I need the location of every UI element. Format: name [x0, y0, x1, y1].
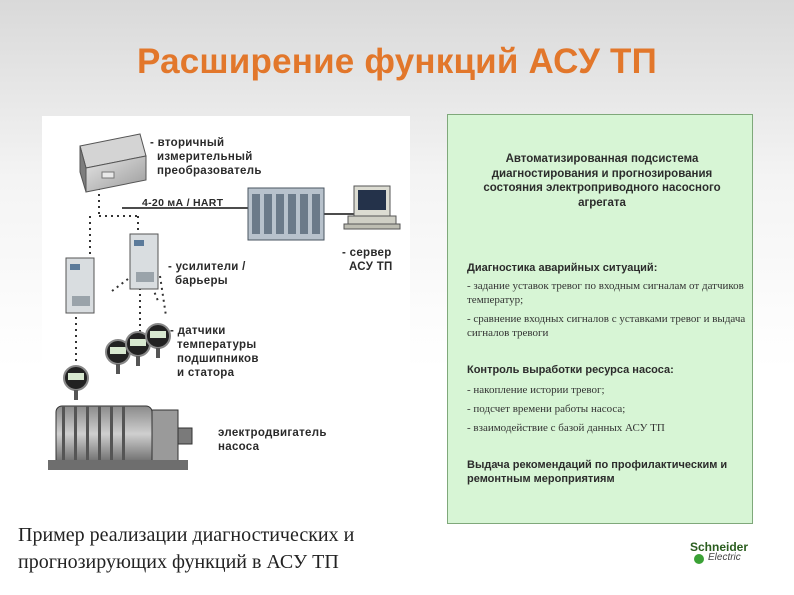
info-panel: Автоматизированная подсистема диагностир… — [447, 114, 753, 524]
amplifier-module-1 — [65, 257, 95, 314]
system-diagram: - вторичный измерительный преобразовател… — [42, 116, 410, 476]
caption-line: прогнозирующих функций в АСУ ТП — [18, 551, 339, 573]
panel-heading: Автоматизированная подсистема диагностир… — [483, 153, 721, 209]
server-computer — [343, 185, 401, 230]
section-resource-item: - подсчет времени работы насоса; — [467, 403, 626, 415]
section-diagnostics-title: Диагностика аварийных ситуаций: — [467, 262, 658, 274]
section-resource-title: Контроль выработки ресурса насоса: — [467, 364, 674, 376]
label-transducer: - вторичный измерительный преобразовател… — [150, 137, 262, 177]
pump-motor — [48, 405, 193, 470]
label-signal: 4-20 мА / HART — [142, 197, 224, 209]
logo-mark-icon — [694, 554, 704, 564]
schneider-logo: Schneider Electric — [690, 540, 770, 568]
section-recommendations-title: Выдача рекомендаций по профилактическим … — [467, 459, 728, 485]
slide-caption: Пример реализации диагностических и прог… — [18, 522, 458, 576]
temperature-sensor-4 — [145, 323, 171, 358]
diagram-illustration — [48, 133, 401, 470]
transducer-device — [79, 133, 147, 193]
slide-title: Расширение функций АСУ ТП — [136, 42, 657, 81]
controller-rack — [247, 187, 325, 241]
temperature-sensor-2 — [105, 339, 131, 374]
temperature-sensor-1 — [63, 365, 89, 400]
section-diagnostics-item: - сравнение входных сигналов с уставками… — [467, 313, 746, 339]
section-resource-item: - взаимодействие с базой данных АСУ ТП — [467, 422, 665, 434]
logo-line2: Electric — [708, 552, 741, 563]
label-motor: электродвигатель насоса — [218, 427, 327, 453]
caption-line: Пример реализации диагностических и — [18, 524, 355, 546]
amplifier-module-2 — [129, 233, 159, 290]
label-sensors: - датчики температуры подшипников и стат… — [170, 325, 259, 379]
label-amplifiers: - усилители / барьеры — [168, 261, 246, 287]
label-server: - сервер АСУ ТП — [342, 247, 393, 273]
section-diagnostics-item: - задание уставок тревог по входным сигн… — [467, 280, 744, 306]
logo-line1: Schneider — [690, 540, 749, 554]
section-resource-item: - накопление истории тревог; — [467, 384, 605, 396]
